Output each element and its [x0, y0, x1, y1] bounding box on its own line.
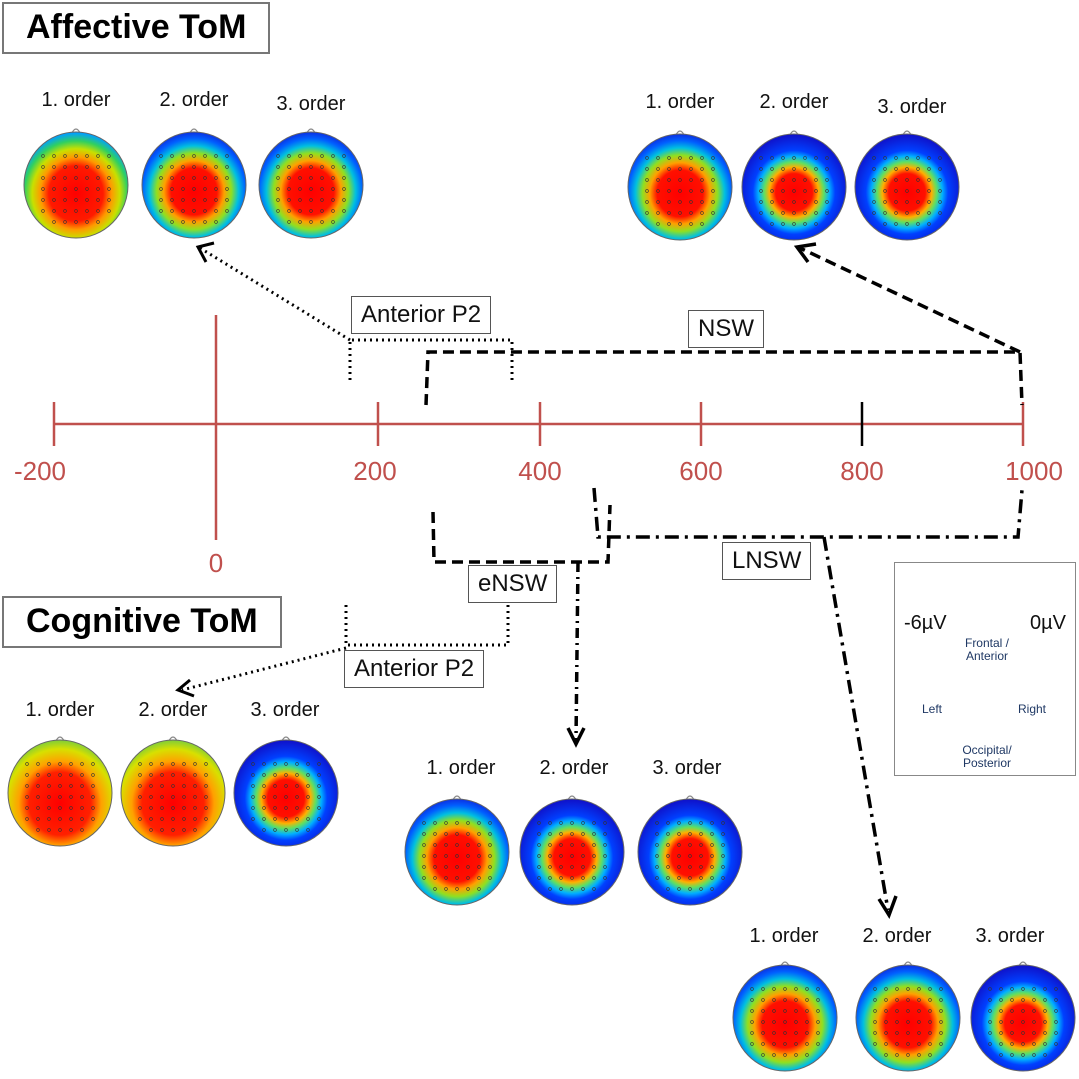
affective-p2-scalp-map-1	[23, 128, 129, 239]
affective-p2-arrowhead	[195, 241, 215, 263]
lnsw-label: LNSW	[722, 542, 812, 580]
tick-label-200: 200	[353, 456, 397, 486]
legend-left: Left	[922, 702, 943, 716]
tick-label-600: 600	[679, 456, 723, 486]
affective-p2-bracket	[199, 246, 514, 380]
cognitive-ensw-scalp-map-3	[637, 795, 743, 906]
cognitive-p2-arrowhead	[175, 678, 195, 698]
tick-label-400: 400	[518, 456, 562, 486]
affective-nsw-order-3: 3. order	[877, 96, 947, 118]
cognitive-ensw-scalp-map-2	[519, 795, 625, 906]
affective-nsw-scalp-map-2	[741, 130, 847, 241]
cognitive-ensw-order-1: 1. order	[426, 757, 496, 779]
cognitive-lnsw-order-2: 2. order	[862, 925, 932, 947]
nsw-arrowhead	[793, 242, 817, 264]
cognitive-p2-label: Anterior P2	[344, 650, 485, 688]
legend-min: -6µV	[904, 612, 947, 634]
cognitive-p2-order-1: 1. order	[25, 699, 95, 721]
legend-front: Frontal / Anterior	[964, 636, 1009, 664]
cognitive-lnsw-order-1: 1. order	[749, 925, 819, 947]
cognitive-p2-scalp-map-2	[120, 736, 226, 847]
cognitive-tom-title: Cognitive ToM	[2, 596, 282, 648]
affective-p2-scalp-map-3	[258, 128, 364, 239]
cognitive-ensw-order-2: 2. order	[539, 757, 609, 779]
ensw-label: eNSW	[468, 565, 558, 603]
legend-max: 0µV	[1030, 612, 1066, 634]
legend-right: Right	[1018, 702, 1047, 716]
tick-label-0: 0	[208, 548, 224, 578]
affective-nsw-scalp-map-1	[627, 130, 733, 241]
cognitive-p2-bracket	[181, 605, 510, 692]
ensw-bracket	[431, 504, 612, 741]
nsw-bracket	[424, 246, 1024, 406]
legend-back: Occipital/ Posterior	[962, 743, 1012, 771]
time-axis	[52, 315, 1025, 540]
affective-p2-order-3: 3. order	[276, 93, 346, 115]
cognitive-p2-order-3: 3. order	[250, 699, 320, 721]
cognitive-lnsw-scalp-map-2	[855, 961, 961, 1072]
affective-nsw-scalp-map-3	[854, 130, 960, 241]
ensw-arrowhead	[566, 727, 586, 748]
cognitive-lnsw-scalp-map-3	[970, 961, 1076, 1072]
tick-label-800: 800	[840, 456, 884, 486]
cognitive-p2-scalp-map-3	[233, 736, 339, 847]
affective-nsw-order-1: 1. order	[645, 91, 715, 113]
cognitive-p2-scalp-map-1	[7, 736, 113, 847]
affective-p2-order-2: 2. order	[159, 89, 229, 111]
affective-p2-scalp-map-2	[141, 128, 247, 239]
cognitive-lnsw-order-3: 3. order	[975, 925, 1045, 947]
cognitive-p2-order-2: 2. order	[138, 699, 208, 721]
affective-nsw-order-2: 2. order	[759, 91, 829, 113]
lnsw-arrowhead	[877, 895, 898, 919]
affective-p2-label: Anterior P2	[351, 296, 492, 334]
lnsw-bracket	[592, 487, 1024, 911]
cognitive-ensw-scalp-map-1	[404, 795, 510, 906]
tick-label-1000: 1000	[1005, 456, 1063, 486]
affective-tom-title: Affective ToM	[2, 2, 271, 54]
legend-box	[894, 562, 1076, 776]
cognitive-lnsw-scalp-map-1	[732, 961, 838, 1072]
tick-label-minus200: -200	[13, 456, 67, 486]
cognitive-ensw-order-3: 3. order	[652, 757, 722, 779]
affective-p2-order-1: 1. order	[41, 89, 111, 111]
nsw-label: NSW	[688, 310, 764, 348]
scalp-maps	[7, 128, 1076, 1072]
